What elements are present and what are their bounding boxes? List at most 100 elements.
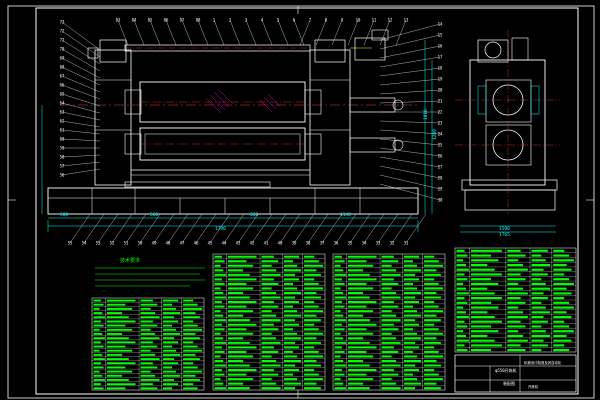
dimensions xyxy=(41,40,556,233)
balloon-bottom: 39 xyxy=(292,241,297,246)
balloon-right: 24 xyxy=(438,132,443,137)
leader-line xyxy=(379,56,441,68)
leader-line xyxy=(379,67,441,77)
side-view xyxy=(455,30,560,215)
sheet-label: 装配图 xyxy=(503,380,515,386)
balloon-top: 5 xyxy=(277,18,280,23)
balloon-bottom: 49 xyxy=(152,241,157,246)
leader-line xyxy=(133,19,145,46)
balloon-bottom: 36 xyxy=(334,241,339,246)
leader-line xyxy=(237,213,259,244)
leader-line xyxy=(61,57,101,79)
balloon-right: 22 xyxy=(438,110,443,115)
balloon-bottom: 50 xyxy=(138,241,143,246)
leader-line xyxy=(321,213,343,244)
leader-line xyxy=(197,19,209,46)
leader-line xyxy=(379,78,441,86)
leader-line xyxy=(223,213,245,244)
balloon-bottom: 51 xyxy=(124,241,129,246)
leader-line xyxy=(363,19,375,46)
balloon-right: 20 xyxy=(438,88,443,93)
leader-line xyxy=(391,213,413,244)
drive-unit xyxy=(354,37,386,61)
leader-line xyxy=(61,102,101,114)
technical-notes: 技术要求 xyxy=(95,257,205,287)
leader-line xyxy=(69,213,91,244)
parts-table-left xyxy=(91,297,205,391)
leader-line xyxy=(379,183,441,201)
leader-line xyxy=(61,84,101,100)
leader-line xyxy=(349,213,371,244)
leader-line xyxy=(379,89,441,95)
leader-line xyxy=(251,213,273,244)
balloon-right: 16 xyxy=(438,44,443,49)
balloon-top: 12 xyxy=(388,18,393,23)
leader-line xyxy=(363,213,385,244)
balloon-right: 26 xyxy=(438,154,443,159)
leader-line xyxy=(293,213,315,244)
balloon-right: 29 xyxy=(438,187,443,192)
balloon-right: 18 xyxy=(438,66,443,71)
outer-frame xyxy=(7,5,595,399)
leader-line xyxy=(299,19,311,46)
leader-line xyxy=(379,174,441,190)
balloon-right: 30 xyxy=(438,198,443,203)
balloon-top: 83 xyxy=(116,18,121,23)
leader-line xyxy=(245,19,257,46)
dim-overall-width: 1790 xyxy=(215,226,226,232)
leader-line xyxy=(395,19,407,46)
balloon-bottom: 40 xyxy=(278,241,283,246)
balloon-top: 86 xyxy=(164,18,169,23)
balloon-right: 21 xyxy=(438,99,443,104)
leader-line xyxy=(181,213,203,244)
balloon-top: 6 xyxy=(293,18,296,23)
leader-line xyxy=(277,19,289,46)
balloon-top: 88 xyxy=(196,18,201,23)
leader-line xyxy=(61,66,101,86)
balloon-bottom: 41 xyxy=(264,241,269,246)
front-view xyxy=(47,29,420,215)
leader-line xyxy=(379,19,391,46)
leader-line xyxy=(61,75,101,93)
left-frame xyxy=(94,49,132,186)
leader-line xyxy=(167,213,189,244)
dim-mid-b: 1140 xyxy=(340,212,351,218)
leader-line xyxy=(61,30,101,58)
leader-line xyxy=(261,19,273,46)
balloon-right: 15 xyxy=(438,33,443,38)
balloon-bottom: 54 xyxy=(82,241,87,246)
balloon-right: 28 xyxy=(438,176,443,181)
leader-line xyxy=(379,165,441,179)
balloon-top: 2 xyxy=(229,18,232,23)
balloon-bottom: 37 xyxy=(320,241,325,246)
side-frame xyxy=(469,59,546,186)
balloon-bottom: 38 xyxy=(306,241,311,246)
leader-line xyxy=(279,213,301,244)
leader-line xyxy=(97,213,119,244)
dim-base-mid: 560 xyxy=(150,212,158,218)
leader-line xyxy=(335,213,357,244)
company-name: 机械设计制造及其自动化 xyxy=(524,360,562,365)
right-frame xyxy=(309,49,351,186)
balloon-top: 85 xyxy=(148,18,153,23)
balloon-top: 11 xyxy=(372,18,377,23)
leader-line xyxy=(61,48,101,72)
leader-line xyxy=(153,213,175,244)
parts-table-right xyxy=(454,247,577,353)
balloon-bottom: 32 xyxy=(390,241,395,246)
leader-line xyxy=(379,120,441,124)
leader-line xyxy=(379,129,441,135)
balloon-bottom: 35 xyxy=(348,241,353,246)
balloon-bottom: 47 xyxy=(180,241,185,246)
dim-right-2: 1200 xyxy=(432,129,438,140)
balloon-top: 4 xyxy=(261,18,264,23)
leader-line xyxy=(125,213,147,244)
balloon-bottom: 34 xyxy=(362,241,367,246)
leader-line xyxy=(379,45,441,59)
balloon-top: 3 xyxy=(245,18,248,23)
balloon-bottom: 43 xyxy=(236,241,241,246)
dim-base-left: 500 xyxy=(60,212,68,218)
leader-line xyxy=(61,39,101,65)
balloon-bottom: 44 xyxy=(222,241,227,246)
leader-line xyxy=(209,213,231,244)
